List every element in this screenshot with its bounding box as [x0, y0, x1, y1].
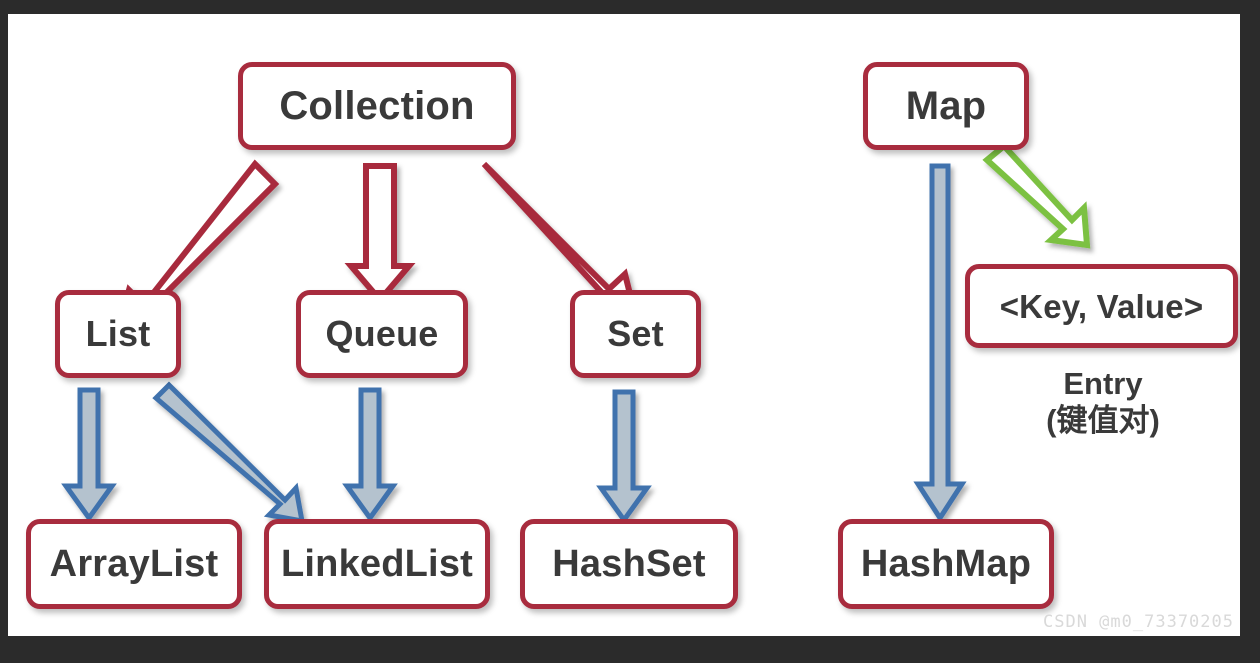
node-list[interactable]: List — [55, 290, 181, 378]
watermark: CSDN @m0_73370205 — [1043, 612, 1234, 632]
entry-caption-line2: (键值对) — [1046, 402, 1160, 438]
entry-caption-line1: Entry — [1063, 366, 1143, 401]
node-collection-label: Collection — [279, 84, 475, 128]
node-map-label: Map — [905, 84, 987, 128]
edge-set-to-hashset — [596, 389, 652, 525]
node-arraylist-label: ArrayList — [49, 543, 219, 585]
node-collection[interactable]: Collection — [238, 62, 516, 150]
node-linkedlist[interactable]: LinkedList — [264, 519, 490, 609]
edge-list-to-linkedlist — [152, 381, 306, 525]
edge-map-to-keyvalue — [982, 141, 1091, 249]
node-set[interactable]: Set — [570, 290, 701, 378]
edge-queue-to-linkedlist — [342, 387, 398, 523]
node-list-label: List — [85, 313, 151, 354]
node-arraylist[interactable]: ArrayList — [26, 519, 242, 609]
edge-map-to-hashmap — [913, 163, 967, 523]
arrow-layer — [61, 141, 1091, 525]
node-key-value-label: <Key, Value> — [999, 287, 1204, 325]
diagram-canvas: Collection List Queue Set ArrayList Link… — [8, 14, 1240, 636]
node-queue-label: Queue — [325, 313, 439, 354]
node-set-label: Set — [607, 313, 664, 354]
node-hashset-label: HashSet — [552, 543, 706, 585]
edge-collection-to-queue — [344, 163, 416, 305]
edge-list-to-arraylist — [61, 387, 117, 523]
node-hashmap[interactable]: HashMap — [838, 519, 1054, 609]
node-hashmap-label: HashMap — [860, 543, 1032, 585]
node-queue[interactable]: Queue — [296, 290, 468, 378]
entry-caption: Entry (键值对) — [1003, 366, 1203, 439]
node-key-value[interactable]: <Key, Value> — [965, 264, 1238, 348]
node-hashset[interactable]: HashSet — [520, 519, 738, 609]
node-map[interactable]: Map — [863, 62, 1029, 150]
node-linkedlist-label: LinkedList — [280, 543, 474, 585]
